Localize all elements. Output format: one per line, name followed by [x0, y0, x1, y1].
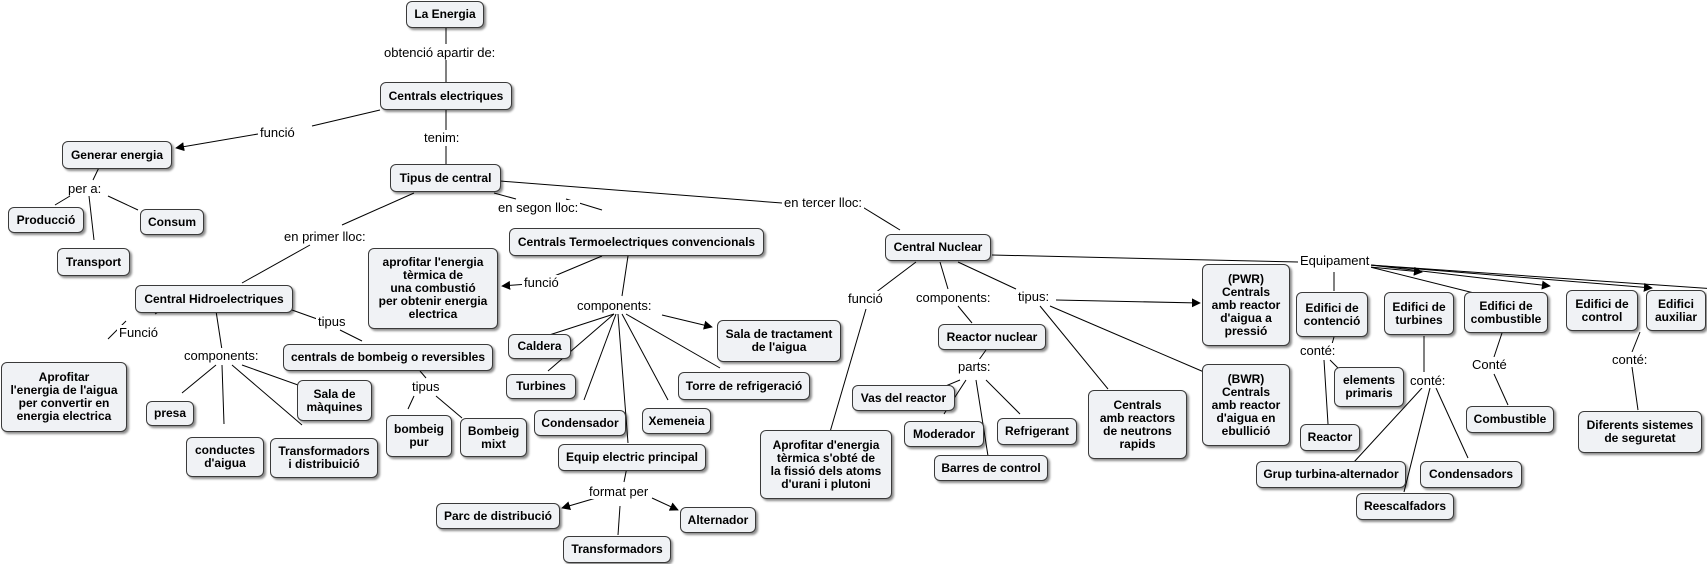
label-format-per: format per	[587, 484, 651, 499]
node-transformadors: Transformadors	[563, 536, 671, 563]
node-aprofitar-fissio: Aprofitar d'energia tèrmica s'obté de la…	[760, 430, 892, 499]
node-condensador: Condensador	[534, 410, 626, 436]
node-condensadors: Condensadors	[1420, 461, 1522, 488]
node-sistemes-seguretat: Diferents sistemes de seguretat	[1578, 411, 1702, 453]
node-reactor-nuclear: Reactor nuclear	[938, 324, 1046, 350]
node-aprofitar-combustio: aprofitar l'energia tèrmica de una combu…	[368, 248, 498, 329]
label-conte-contencio: conté:	[1298, 343, 1338, 358]
node-generar-energia: Generar energia	[62, 141, 172, 169]
node-equip-electric: Equip electric principal	[558, 444, 706, 471]
node-produccio: Producció	[8, 207, 84, 233]
node-bombeig-pur: bombeig pur	[386, 415, 452, 457]
node-elements-primaris: elements primaris	[1334, 367, 1404, 407]
node-conductes-aigua: conductes d'aigua	[186, 437, 264, 477]
node-sala-tractament: Sala de tractament de l'aigua	[717, 320, 841, 362]
node-reactor: Reactor	[1300, 424, 1360, 451]
label-equipament: Equipament	[1298, 253, 1372, 268]
node-centrals-electriques: Centrals electriques	[380, 82, 512, 110]
label-funcio-termo: funció	[522, 275, 561, 290]
node-neutrons-rapids: Centrals amb reactors de neutrons rapids	[1088, 390, 1187, 459]
label-conte-auxiliar: conté:	[1610, 352, 1650, 367]
node-sala-maquines: Sala de màquines	[297, 380, 372, 421]
node-transport: Transport	[57, 248, 130, 276]
node-torre-refrigeracio: Torre de refrigeració	[678, 372, 810, 400]
node-xemeneia: Xemeneia	[642, 408, 711, 434]
node-moderador: Moderador	[904, 421, 984, 447]
label-tipus-nuclear: tipus:	[1016, 289, 1052, 304]
node-aprofitar-aigua: Aprofitar l'energia de l'aigua per conve…	[1, 362, 127, 432]
node-combustible: Combustible	[1466, 406, 1554, 433]
node-edifici-control: Edifici de control	[1566, 290, 1638, 331]
label-en-primer-lloc: en primer lloc:	[282, 229, 368, 244]
node-central-hidroelectriques: Central Hidroelectriques	[135, 285, 293, 313]
label-components-hidro: components:	[182, 348, 261, 363]
node-parc-distribucio: Parc de distribució	[436, 503, 560, 529]
node-bwr: (BWR) Centrals amb reactor d'aigua en eb…	[1202, 364, 1290, 446]
label-tipus-bombeig: tipus	[410, 379, 442, 394]
label-obtencio: obtenció apartir de:	[382, 45, 498, 60]
node-centrals-termo: Centrals Termoelectriques convencionals	[509, 228, 764, 256]
node-grup-turbina: Grup turbina-alternador	[1256, 461, 1406, 488]
node-central-nuclear: Central Nuclear	[885, 234, 991, 261]
label-en-tercer-lloc: en tercer lloc:	[782, 195, 865, 210]
label-funcio-nuclear: funció	[846, 291, 885, 306]
node-edifici-combustible: Edifici de combustible	[1464, 292, 1548, 333]
node-caldera: Caldera	[508, 334, 571, 359]
node-turbines: Turbines	[506, 374, 576, 399]
label-components-nuclear: components:	[914, 290, 993, 305]
node-tipus-de-central: Tipus de central	[390, 164, 501, 192]
node-edifici-auxiliar: Edifici auxiliar	[1646, 290, 1706, 331]
label-components-termo: components:	[575, 298, 654, 313]
label-tenim: tenim:	[422, 130, 462, 145]
node-edifici-turbines: Edifici de turbines	[1384, 292, 1454, 335]
label-en-segon-lloc: en segon lloc:	[496, 200, 581, 215]
node-transformadors-distribuicio: Transformadors i distribuició	[270, 438, 378, 478]
label-conte-combustible: Conté	[1470, 357, 1509, 372]
label-tipus-hidro: tipus	[316, 314, 348, 329]
node-edifici-contencio: Edifici de contenció	[1296, 292, 1368, 337]
label-parts: parts:	[956, 359, 993, 374]
label-funcio-hidro: Funció	[117, 325, 161, 340]
node-pwr: (PWR) Centrals amb reactor d'aigua a pre…	[1202, 264, 1290, 346]
node-consum: Consum	[140, 209, 204, 235]
node-la-energia: La Energia	[406, 1, 484, 28]
label-funcio-generar: funció	[258, 125, 297, 140]
label-per-a: per a:	[66, 181, 104, 196]
node-barres-control: Barres de control	[934, 455, 1048, 481]
node-vas-reactor: Vas del reactor	[852, 385, 955, 411]
node-reescalfadors: Reescalfadors	[1356, 493, 1454, 520]
node-centrals-bombeig: centrals de bombeig o reversibles	[283, 344, 493, 371]
node-alternador: Alternador	[680, 507, 756, 533]
label-conte-turbines: conté:	[1408, 373, 1448, 388]
node-presa: presa	[146, 401, 194, 426]
node-refrigerant: Refrigerant	[997, 418, 1077, 445]
node-bombeig-mixt: Bombeig mixt	[460, 418, 527, 457]
